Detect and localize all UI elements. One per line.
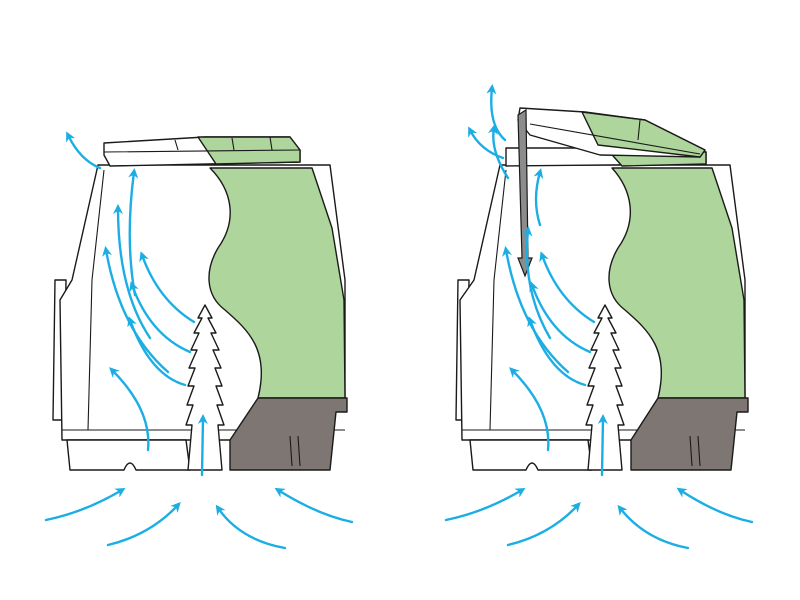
airflow-arrow-icon	[522, 225, 552, 340]
airflow-arrow-icon	[444, 487, 526, 522]
airflow-arrow-icon	[487, 124, 510, 180]
body-edge-line	[489, 169, 507, 431]
lid-detail	[103, 136, 301, 153]
airflow-arrow-icon	[66, 131, 102, 170]
lid-green-panel	[581, 111, 706, 158]
airflow-arrow-icon	[468, 126, 505, 160]
fin-column	[185, 304, 225, 471]
lid-closed-unit	[52, 136, 348, 471]
airflow-arrow-icon	[112, 203, 152, 340]
airflow-arrow-icon	[274, 487, 354, 524]
base-slot	[289, 435, 301, 467]
airflow-arrow-icon	[529, 281, 592, 354]
airflow-arrow-icon	[215, 504, 287, 550]
lid-detail	[529, 119, 701, 155]
airflow-arrow-icon	[676, 487, 754, 524]
unit-foot	[66, 439, 191, 471]
airflow-arrow-icon	[197, 413, 208, 477]
base-tray	[630, 397, 749, 471]
airflow-arrow-icon	[102, 246, 170, 374]
airflow-arrows-left	[44, 131, 354, 550]
airflow-arrow-icon	[506, 502, 581, 547]
base-tray	[229, 397, 348, 471]
airflow-arrow-icon	[617, 504, 690, 550]
airflow-arrow-icon	[509, 367, 550, 452]
airflow-arrow-icon	[109, 367, 150, 452]
filter-cartridge	[208, 167, 346, 399]
airflow-arrow-icon	[502, 246, 570, 374]
airflow-arrow-icon	[597, 413, 608, 477]
airflow-arrow-icon	[128, 168, 139, 297]
fin-column	[585, 304, 625, 471]
airflow-arrow-icon	[533, 168, 544, 227]
airflow-arrow-icon	[139, 251, 196, 324]
airflow-arrow-icon	[539, 251, 596, 324]
airflow-arrow-icon	[486, 83, 507, 142]
unit-foot	[469, 439, 593, 471]
airflow-arrow-icon	[106, 502, 181, 547]
body-edge-line	[87, 169, 105, 431]
airflow-arrows-right	[444, 83, 754, 550]
base-slot	[689, 435, 701, 467]
filter-cartridge	[608, 167, 746, 399]
airflow-arrow-icon	[44, 487, 126, 522]
